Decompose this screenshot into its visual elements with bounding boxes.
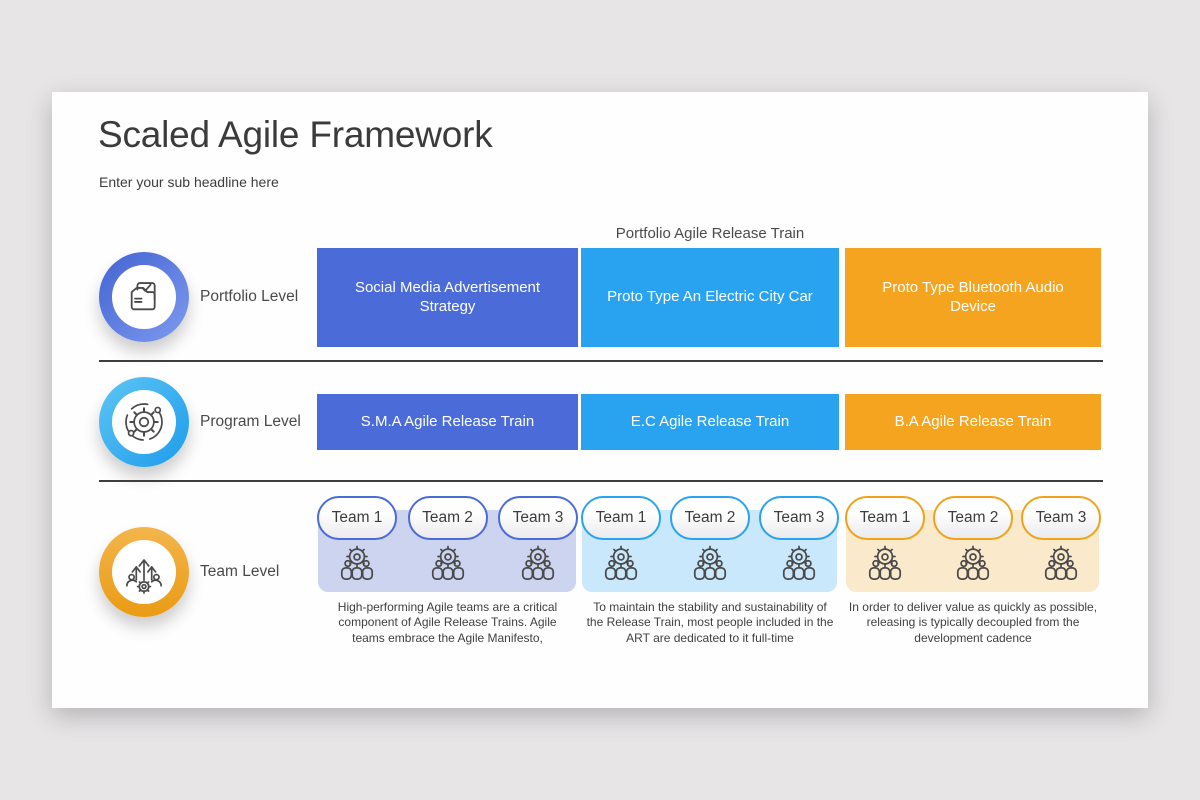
- portfolio-box: Proto Type An Electric City Car: [581, 248, 839, 347]
- team-level-badge: [99, 527, 189, 617]
- team-group-icon: [759, 545, 839, 582]
- divider: [99, 360, 1103, 362]
- portfolio-level-badge: [99, 252, 189, 342]
- team-pill: Team 3: [498, 496, 578, 540]
- team-group-icon: [1021, 545, 1101, 582]
- team-pill: Team 1: [581, 496, 661, 540]
- team-description: In order to deliver value as quickly as …: [848, 600, 1098, 645]
- team-pill: Team 2: [933, 496, 1013, 540]
- folder-icon: [112, 265, 176, 329]
- team-pill: Team 2: [670, 496, 750, 540]
- page-title: Scaled Agile Framework: [98, 114, 493, 155]
- team-growth-icon: [112, 540, 176, 604]
- portfolio-level-label: Portfolio Level: [200, 288, 299, 305]
- team-pill: Team 3: [759, 496, 839, 540]
- program-level-label: Program Level: [200, 413, 301, 430]
- divider: [99, 480, 1103, 482]
- team-level-label: Team Level: [200, 563, 280, 580]
- team-group-icon: [408, 545, 488, 582]
- team-pill: Team 1: [845, 496, 925, 540]
- program-box: E.C Agile Release Train: [581, 394, 839, 450]
- team-description: To maintain the stability and sustainabi…: [586, 600, 834, 645]
- team-group-icon: [498, 545, 578, 582]
- team-group-2: Team 1 Team 2 Team 3 To maintain the sta…: [581, 496, 839, 671]
- team-pill: Team 3: [1021, 496, 1101, 540]
- portfolio-box: Social Media Advertisement Strategy: [317, 248, 578, 347]
- team-pill: Team 1: [317, 496, 397, 540]
- gear-orbit-icon: [112, 390, 176, 454]
- team-group-icon: [317, 545, 397, 582]
- slide: Scaled Agile Framework Enter your sub he…: [52, 92, 1148, 708]
- team-pill: Team 2: [407, 496, 488, 540]
- team-group-1: Team 1 Team 2 Team 3 High-performing Agi…: [317, 496, 578, 671]
- program-box: S.M.A Agile Release Train: [317, 394, 578, 450]
- portfolio-box: Proto Type Bluetooth Audio Device: [845, 248, 1101, 347]
- banner-label: Portfolio Agile Release Train: [615, 225, 805, 242]
- team-group-icon: [670, 545, 750, 582]
- team-group-icon: [581, 545, 661, 582]
- program-level-badge: [99, 377, 189, 467]
- team-group-3: Team 1 Team 2 Team 3 In order to deliver…: [845, 496, 1101, 671]
- page-subtitle: Enter your sub headline here: [99, 174, 279, 190]
- program-box: B.A Agile Release Train: [845, 394, 1101, 450]
- team-description: High-performing Agile teams are a critic…: [337, 600, 558, 645]
- team-group-icon: [933, 545, 1013, 582]
- team-group-icon: [845, 545, 925, 582]
